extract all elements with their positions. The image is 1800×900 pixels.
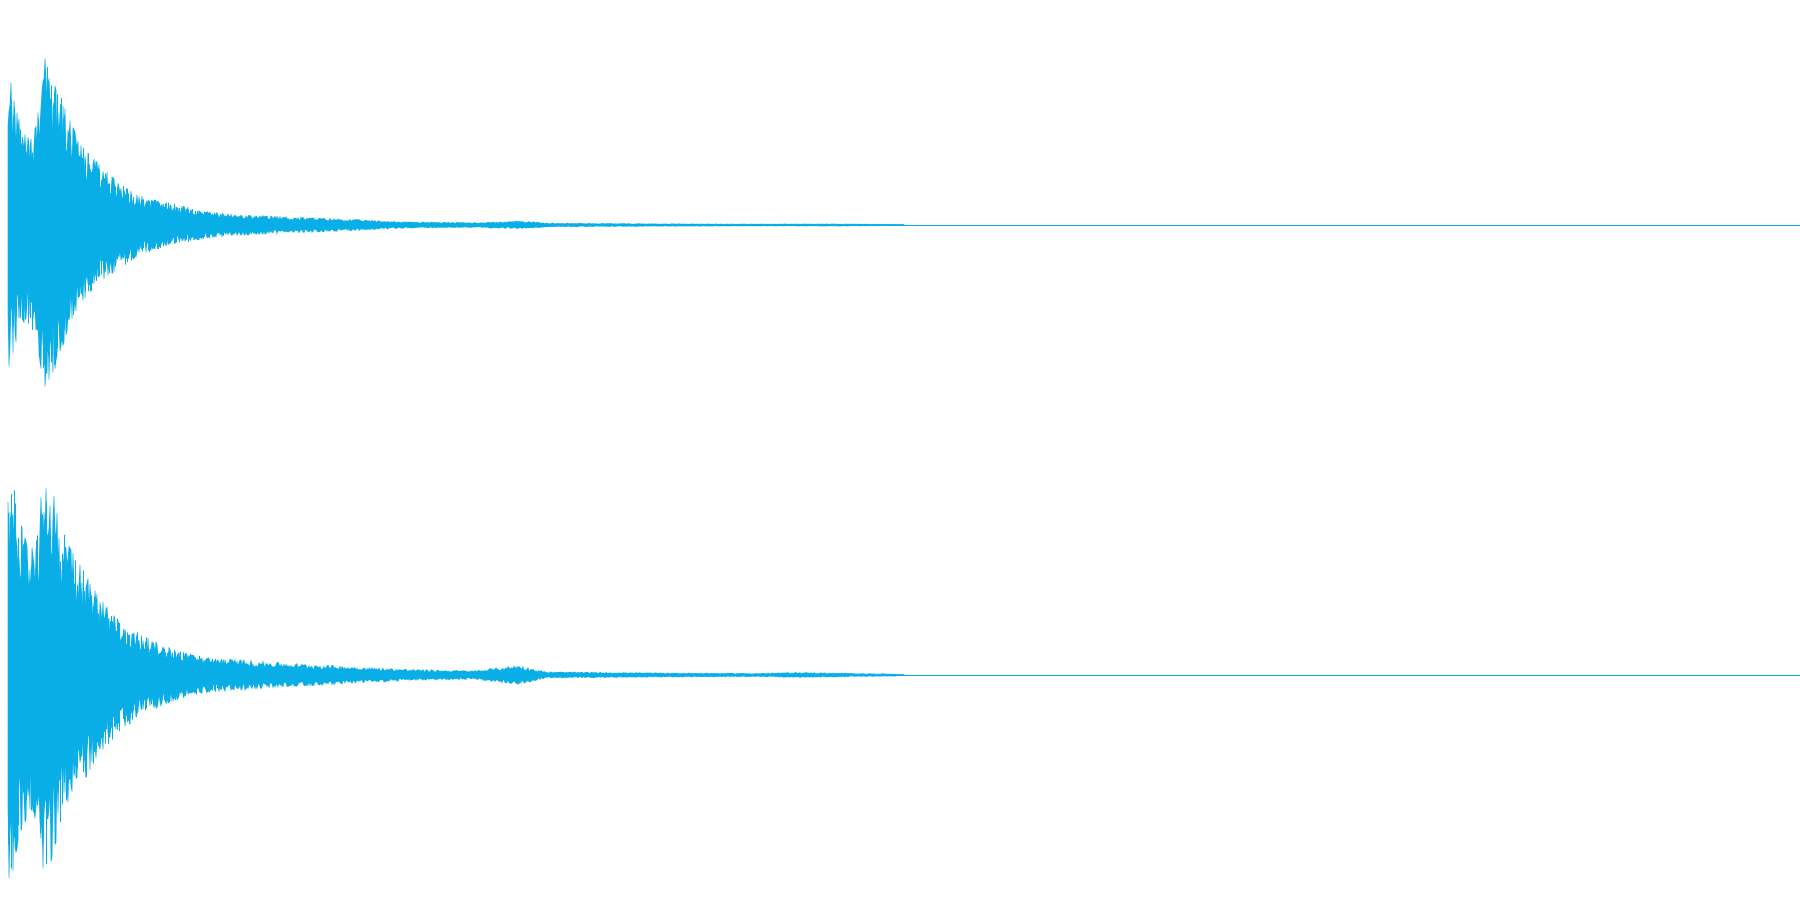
waveform-channel-1 — [7, 58, 1800, 387]
waveform-envelope — [7, 58, 905, 387]
waveform-channel-2 — [7, 488, 1800, 879]
waveform-envelope — [7, 488, 905, 879]
